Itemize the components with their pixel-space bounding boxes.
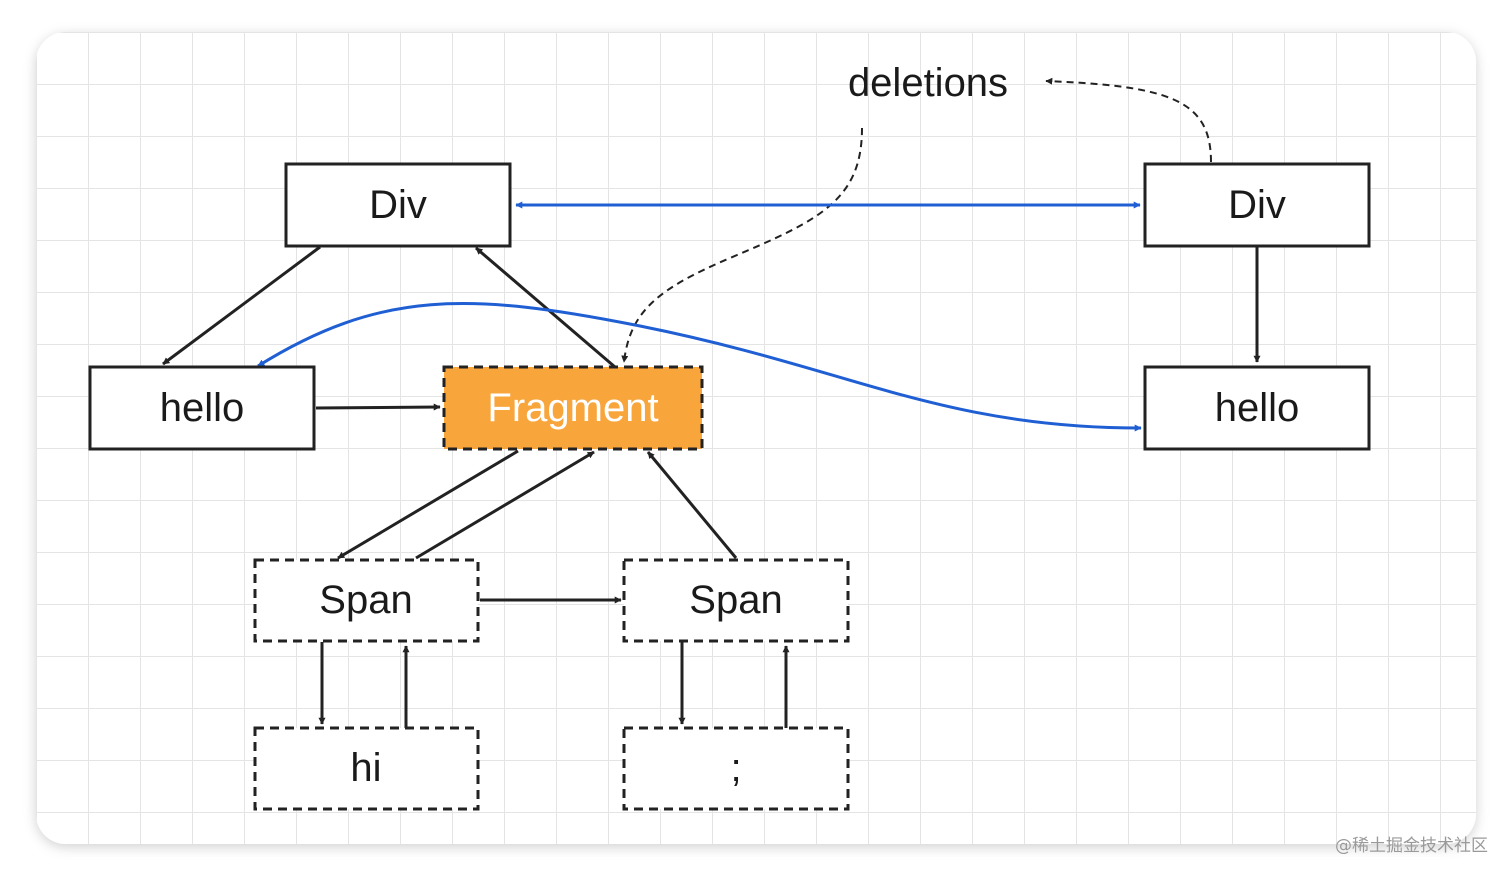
- node-new-div-label: Div: [1228, 183, 1286, 227]
- node-old-div: Div: [284, 162, 512, 248]
- deletions-label: deletions: [848, 61, 1008, 105]
- node-fragment: Fragment: [442, 365, 704, 451]
- node-span-second-label: Span: [689, 578, 782, 622]
- node-fragment-label: Fragment: [487, 386, 658, 430]
- watermark: @稀土掘金技术社区: [1335, 836, 1488, 856]
- edge-hello-alternate: [257, 302, 1142, 432]
- edge-fragment-to-old-div: [475, 246, 616, 369]
- node-span-first: Span: [253, 558, 480, 643]
- node-text-semicolon: ;: [622, 726, 850, 811]
- edge-hello-to-fragment: [315, 403, 441, 411]
- node-span-first-label: Span: [319, 578, 412, 622]
- edge-fragment-to-span: [337, 449, 519, 560]
- node-old-hello: hello: [88, 365, 316, 451]
- edge-span-to-fragment: [415, 450, 595, 560]
- edge-deletions-to-fragment: [621, 127, 863, 363]
- edge-old-div-to-hello: [162, 245, 321, 366]
- edge-div-to-deletions: [1045, 77, 1212, 163]
- node-old-hello-label: hello: [160, 386, 245, 430]
- node-span-second: Span: [622, 558, 850, 643]
- node-new-hello: hello: [1143, 365, 1371, 451]
- node-new-hello-label: hello: [1215, 386, 1300, 430]
- node-text-semicolon-label: ;: [730, 746, 741, 790]
- edge-second-span-to-fragment: [646, 451, 738, 559]
- node-new-div: Div: [1143, 162, 1371, 248]
- node-text-hi-label: hi: [350, 746, 381, 790]
- node-old-div-label: Div: [369, 183, 427, 227]
- node-text-hi: hi: [253, 726, 480, 811]
